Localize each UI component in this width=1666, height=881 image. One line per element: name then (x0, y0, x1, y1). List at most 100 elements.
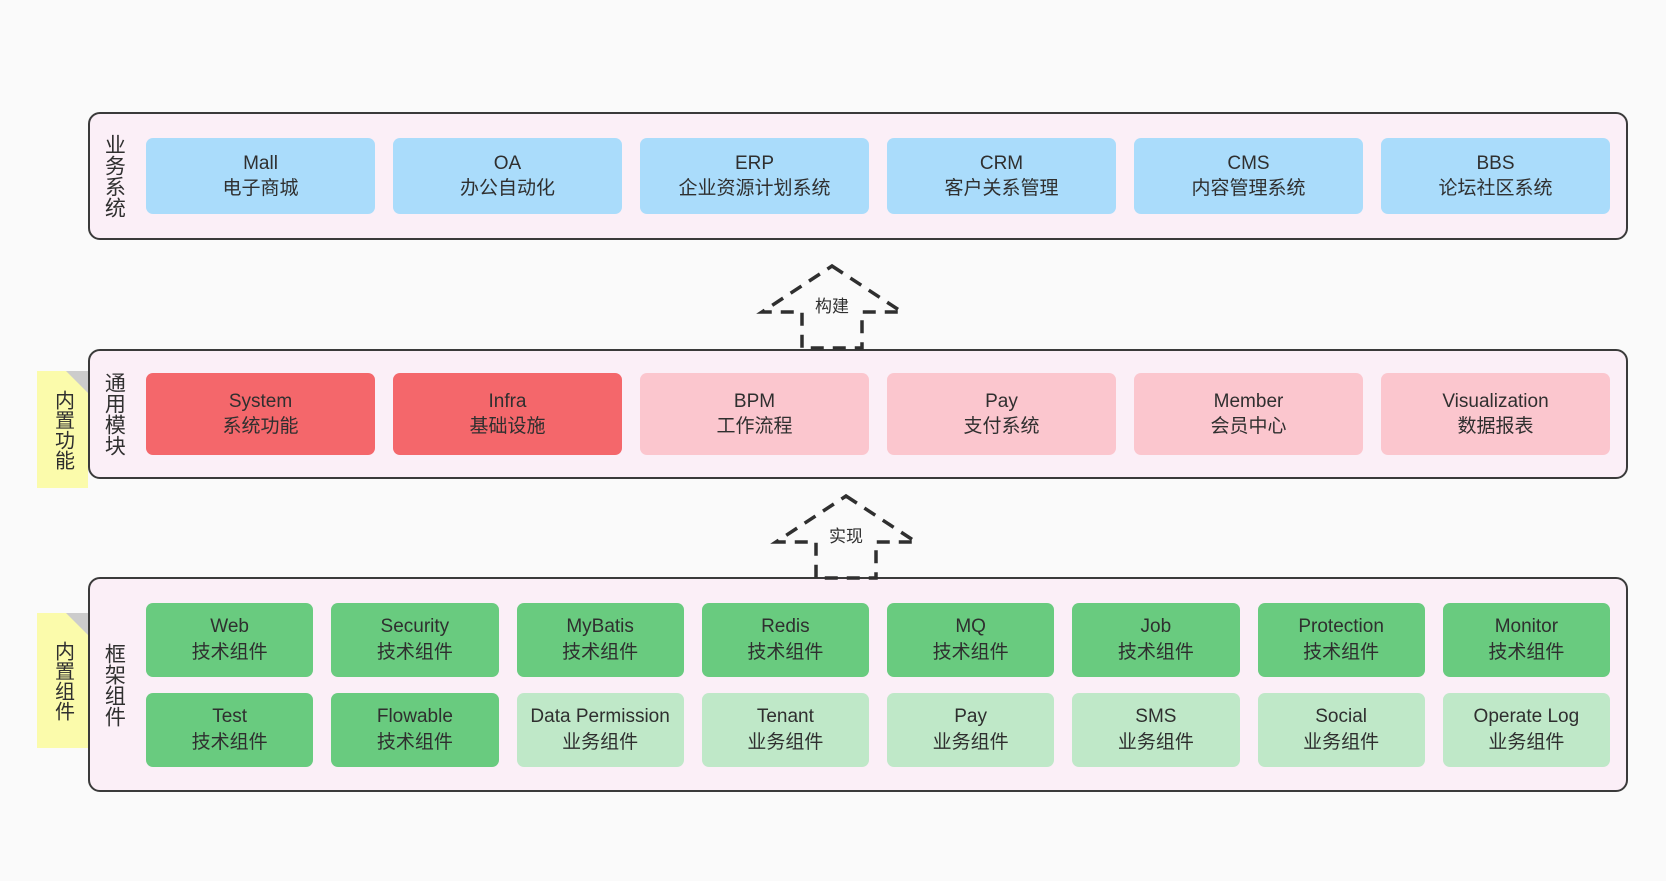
node-title: Social (1315, 706, 1367, 728)
node-data-permission[interactable]: Data Permission 业务组件 (516, 692, 684, 767)
node-security[interactable]: Security 技术组件 (331, 602, 499, 677)
node-row: Test 技术组件 Flowable 技术组件 Data Permission … (146, 692, 1610, 767)
node-subtitle: 办公自动化 (459, 178, 555, 199)
node-cms[interactable]: CMS 内容管理系统 (1134, 138, 1363, 214)
layer-title-framework-component: 框架组件 (102, 642, 126, 727)
arrow-implement: 实现 (770, 492, 922, 580)
node-title: Visualization (1442, 390, 1549, 412)
note-builtin-component: 内置组件 (37, 613, 88, 748)
node-title: SMS (1135, 706, 1177, 728)
node-title: Tenant (756, 706, 814, 728)
node-title: Redis (761, 616, 810, 638)
node-title: Operate Log (1473, 706, 1580, 728)
note-fold-corner-icon (66, 613, 88, 635)
node-pay-module[interactable]: Pay 支付系统 (887, 373, 1116, 455)
node-job[interactable]: Job 技术组件 (1072, 602, 1240, 677)
node-subtitle: 技术组件 (191, 731, 268, 753)
node-title: Data Permission (530, 706, 670, 728)
node-title: ERP (734, 152, 775, 174)
node-title: MyBatis (566, 616, 634, 638)
node-test[interactable]: Test 技术组件 (146, 692, 314, 767)
node-visualization[interactable]: Visualization 数据报表 (1381, 373, 1610, 455)
layer-framework-component: 框架组件 Web 技术组件 Security 技术组件 MyBatis 技术组件… (88, 577, 1628, 792)
node-title: MQ (955, 616, 986, 638)
node-monitor[interactable]: Monitor 技术组件 (1442, 602, 1610, 677)
node-subtitle: 基础设施 (469, 416, 546, 437)
node-pay-component[interactable]: Pay 业务组件 (887, 692, 1055, 767)
node-title: Protection (1298, 616, 1384, 638)
node-operate-log[interactable]: Operate Log 业务组件 (1442, 692, 1610, 767)
node-subtitle: 数据报表 (1457, 416, 1534, 437)
node-title: System (228, 390, 293, 412)
node-title: Monitor (1494, 616, 1559, 638)
node-subtitle: 会员中心 (1210, 416, 1287, 437)
node-title: Web (210, 616, 249, 638)
layer-title-business-system: 业务系统 (102, 134, 126, 218)
node-title: Security (380, 616, 450, 638)
node-mall[interactable]: Mall 电子商城 (146, 138, 375, 214)
node-subtitle: 技术组件 (1303, 641, 1380, 663)
node-title: Infra (488, 390, 527, 412)
node-row: Mall 电子商城 OA 办公自动化 ERP 企业资源计划系统 CRM 客户关系… (146, 138, 1610, 214)
node-mq[interactable]: MQ 技术组件 (887, 602, 1055, 677)
node-flowable[interactable]: Flowable 技术组件 (331, 692, 499, 767)
node-subtitle: 业务组件 (1488, 731, 1565, 753)
node-row: Web 技术组件 Security 技术组件 MyBatis 技术组件 Redi… (146, 602, 1610, 677)
arrow-build-label: 构建 (812, 298, 852, 315)
note-builtin-feature: 内置功能 (37, 371, 88, 488)
node-subtitle: 技术组件 (1488, 641, 1565, 663)
node-title: Mall (243, 152, 278, 174)
node-member[interactable]: Member 会员中心 (1134, 373, 1363, 455)
node-infra[interactable]: Infra 基础设施 (393, 373, 622, 455)
node-subtitle: 客户关系管理 (944, 178, 1059, 199)
node-subtitle: 技术组件 (562, 641, 639, 663)
node-title: CMS (1227, 152, 1270, 174)
node-subtitle: 业务组件 (562, 731, 639, 753)
node-subtitle: 技术组件 (932, 641, 1009, 663)
node-subtitle: 内容管理系统 (1191, 178, 1306, 199)
node-subtitle: 系统功能 (222, 416, 299, 437)
node-title: Pay (985, 390, 1018, 412)
node-web[interactable]: Web 技术组件 (146, 602, 314, 677)
layer-body-common-module: System 系统功能 Infra 基础设施 BPM 工作流程 Pay 支付系统… (136, 351, 1626, 477)
node-subtitle: 业务组件 (1117, 731, 1194, 753)
node-subtitle: 支付系统 (963, 416, 1040, 437)
node-erp[interactable]: ERP 企业资源计划系统 (640, 138, 869, 214)
node-subtitle: 技术组件 (1117, 641, 1194, 663)
node-title: Job (1140, 616, 1172, 638)
arrow-build: 构建 (756, 262, 908, 350)
node-social[interactable]: Social 业务组件 (1257, 692, 1425, 767)
node-sms[interactable]: SMS 业务组件 (1072, 692, 1240, 767)
layer-common-module: 通用模块 System 系统功能 Infra 基础设施 BPM 工作流程 Pay… (88, 349, 1628, 479)
node-crm[interactable]: CRM 客户关系管理 (887, 138, 1116, 214)
node-bbs[interactable]: BBS 论坛社区系统 (1381, 138, 1610, 214)
node-redis[interactable]: Redis 技术组件 (701, 602, 869, 677)
arrow-implement-label: 实现 (826, 528, 866, 545)
node-subtitle: 技术组件 (376, 731, 453, 753)
node-subtitle: 技术组件 (747, 641, 824, 663)
node-subtitle: 电子商城 (222, 178, 299, 199)
node-title: Flowable (376, 706, 453, 728)
node-subtitle: 技术组件 (191, 641, 268, 663)
note-label: 内置组件 (51, 640, 74, 721)
node-title: OA (493, 152, 522, 174)
node-bpm[interactable]: BPM 工作流程 (640, 373, 869, 455)
node-title: CRM (979, 152, 1024, 174)
layer-body-framework-component: Web 技术组件 Security 技术组件 MyBatis 技术组件 Redi… (136, 579, 1626, 790)
node-protection[interactable]: Protection 技术组件 (1257, 602, 1425, 677)
node-title: BBS (1476, 152, 1515, 174)
node-oa[interactable]: OA 办公自动化 (393, 138, 622, 214)
node-title: Pay (954, 706, 987, 728)
node-subtitle: 工作流程 (716, 416, 793, 437)
node-subtitle: 技术组件 (376, 641, 453, 663)
node-subtitle: 业务组件 (932, 731, 1009, 753)
node-system[interactable]: System 系统功能 (146, 373, 375, 455)
node-subtitle: 业务组件 (1303, 731, 1380, 753)
node-subtitle: 论坛社区系统 (1438, 178, 1553, 199)
note-label: 内置功能 (51, 389, 74, 470)
node-subtitle: 业务组件 (747, 731, 824, 753)
layer-title-common-module: 通用模块 (102, 372, 126, 456)
node-tenant[interactable]: Tenant 业务组件 (701, 692, 869, 767)
node-mybatis[interactable]: MyBatis 技术组件 (516, 602, 684, 677)
